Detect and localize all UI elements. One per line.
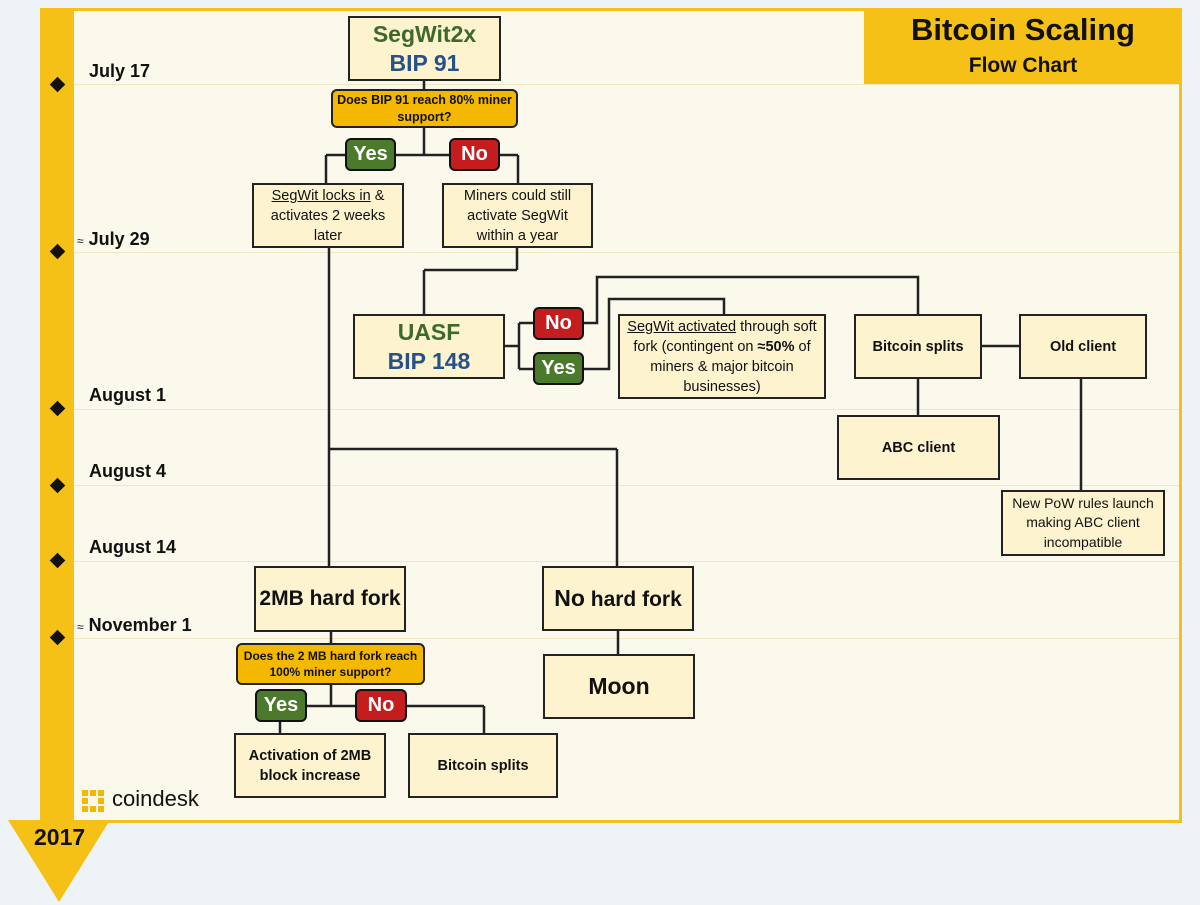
activation-2mb-box: Activation of 2MB block increase bbox=[234, 733, 386, 798]
coindesk-logo-text: coindesk bbox=[112, 786, 199, 811]
segwit-soft-fork-box: SegWit activated through soft fork (cont… bbox=[618, 314, 826, 399]
abc-client-box: ABC client bbox=[837, 415, 1000, 480]
chart-title: Bitcoin Scaling bbox=[911, 12, 1135, 47]
date-label: August 14 bbox=[89, 537, 177, 557]
date-label: August 1 bbox=[89, 385, 167, 405]
title-box bbox=[864, 8, 1182, 84]
moon-box: Moon bbox=[543, 654, 695, 719]
date-label: July 17 bbox=[89, 61, 151, 81]
bip148-label: BIP 148 bbox=[387, 347, 471, 374]
row-divider bbox=[74, 84, 1179, 85]
row-divider bbox=[74, 409, 1179, 410]
bitcoin-splits-box: Bitcoin splits bbox=[854, 314, 982, 379]
bip91-label: BIP 91 bbox=[389, 49, 460, 76]
segwit2x-title: SegWit2x bbox=[372, 20, 477, 47]
timeline-arrow bbox=[8, 820, 110, 902]
bitcoin-splits-bottom-box: Bitcoin splits bbox=[408, 733, 558, 798]
segwit2x-box: SegWit2x BIP 91 bbox=[348, 16, 501, 81]
date-label: August 4 bbox=[89, 461, 167, 481]
no-hard-fork-box: No hard fork bbox=[542, 566, 694, 631]
no-badge: No bbox=[449, 138, 500, 171]
uasf-box: UASF BIP 148 bbox=[353, 314, 505, 379]
question-bip91-support: Does BIP 91 reach 80% miner support? bbox=[331, 89, 518, 128]
uasf-title: UASF bbox=[397, 318, 461, 345]
segwit-locks-in-box: SegWit locks in & activates 2 weeks late… bbox=[252, 183, 404, 248]
date-label: ≈ July 29 bbox=[77, 229, 150, 249]
hard-fork-2mb-box: 2MB hard fork bbox=[254, 566, 406, 632]
chart-subtitle: Flow Chart bbox=[968, 54, 1078, 77]
coindesk-logo-icon bbox=[82, 790, 104, 812]
new-pow-rules-box: New PoW rules launch making ABC client i… bbox=[1001, 490, 1165, 556]
row-divider bbox=[74, 638, 1179, 639]
old-client-box: Old client bbox=[1019, 314, 1147, 379]
yes-badge: Yes bbox=[345, 138, 396, 171]
row-divider bbox=[74, 252, 1179, 253]
question-2mb-support: Does the 2 MB hard fork reach 100% miner… bbox=[236, 643, 425, 685]
date-label: ≈ November 1 bbox=[77, 615, 192, 635]
year-label: 2017 bbox=[34, 824, 86, 850]
row-divider bbox=[74, 561, 1179, 562]
miners-activate-segwit-box: Miners could still activate SegWit withi… bbox=[442, 183, 593, 248]
no-badge: No bbox=[355, 689, 407, 722]
no-badge: No bbox=[533, 307, 584, 340]
row-divider bbox=[74, 485, 1179, 486]
yes-badge: Yes bbox=[533, 352, 584, 385]
yes-badge: Yes bbox=[255, 689, 307, 722]
